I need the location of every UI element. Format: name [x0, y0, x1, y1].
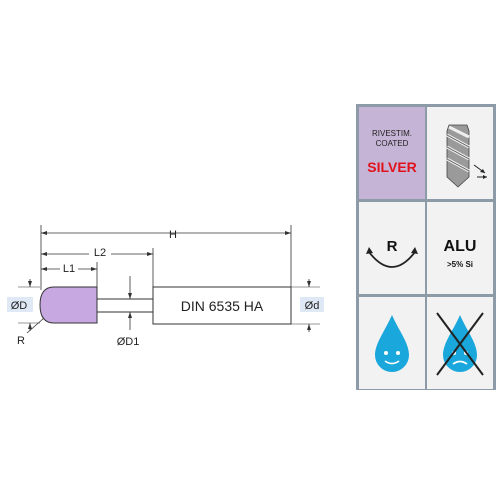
radius-arc-icon: [366, 247, 418, 268]
dimension-l2: L2: [41, 247, 153, 259]
dim-l1-label: L1: [63, 263, 75, 275]
radius-label: R: [386, 238, 398, 255]
coating-line2: COATED: [375, 139, 409, 148]
coolant-drop-icon: [375, 315, 409, 372]
dimension-h: H: [41, 229, 291, 241]
grinding-head: [39, 286, 98, 324]
tool-neck: [96, 298, 154, 313]
dim-h-label: H: [169, 229, 177, 241]
coolant-cell: [359, 297, 425, 389]
material-label: ALU: [443, 238, 477, 255]
dim-d1-label: ØD1: [117, 336, 140, 348]
material-note: >5% Si: [446, 260, 473, 269]
standard-label: DIN 6535 HA: [181, 298, 264, 314]
properties-panel: RIVESTIM. COATED SILVER R ALU >5% Si: [356, 104, 496, 390]
tool-body: DIN 6535 HA: [39, 286, 292, 325]
coating-line1: RIVESTIM.: [371, 129, 412, 138]
dimension-d-head: ØD: [7, 279, 40, 331]
no-coolant-cell: [427, 297, 493, 389]
dimension-l1: L1: [41, 262, 97, 275]
no-coolant-drop-icon: [436, 312, 484, 376]
dim-d-shank-label: Ød: [305, 300, 320, 312]
dim-r-label: R: [17, 335, 25, 347]
dimension-d1: ØD1: [117, 276, 140, 348]
dim-l2-label: L2: [94, 247, 106, 259]
radius-cell: R: [359, 202, 425, 294]
drill-cell: [427, 107, 493, 199]
tool-shank: [152, 286, 292, 325]
dimension-r: R: [17, 317, 45, 347]
dim-d-label: ØD: [11, 300, 28, 312]
dimension-d-shank: Ød: [291, 279, 324, 332]
coating-name: SILVER: [367, 159, 417, 175]
drill-flute-icon: [446, 124, 487, 188]
material-cell: ALU >5% Si: [427, 202, 493, 294]
coating-cell: RIVESTIM. COATED SILVER: [359, 107, 425, 199]
tool-drawing: H L2 L1 DIN 6535 HA ØD1: [7, 225, 324, 348]
